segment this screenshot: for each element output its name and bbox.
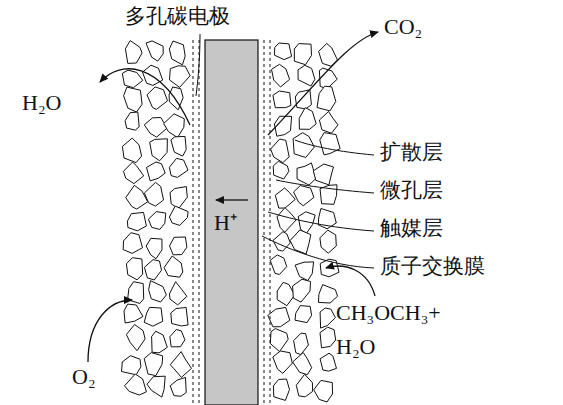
grain	[270, 255, 287, 275]
grain	[170, 352, 191, 378]
grain	[124, 304, 143, 323]
grain	[169, 158, 188, 177]
grain	[169, 282, 187, 305]
grain	[171, 136, 186, 156]
leader-lines	[196, 34, 374, 268]
grain	[169, 206, 188, 225]
grain	[148, 212, 165, 230]
flow-arrows	[88, 32, 378, 362]
grain	[144, 353, 163, 376]
grain	[320, 230, 336, 253]
grain	[144, 307, 163, 326]
electrode-label: 多孔碳电极	[125, 4, 230, 29]
layer-label: 微孔层	[380, 178, 443, 203]
grain	[126, 325, 145, 351]
grain	[164, 114, 185, 138]
grain	[147, 162, 166, 181]
grain	[296, 374, 312, 397]
grain	[147, 376, 165, 397]
grain	[297, 163, 316, 185]
grain	[170, 330, 185, 347]
grain	[320, 353, 336, 371]
grain	[122, 356, 141, 375]
grain	[295, 306, 312, 323]
grain	[170, 187, 187, 209]
membrane-band	[205, 40, 258, 405]
oxygen-label: O₂	[72, 364, 96, 390]
fuel-label: CH₃OCH₃+ H₂O	[336, 296, 464, 364]
grain	[171, 308, 188, 327]
grain	[126, 185, 148, 209]
grain	[126, 258, 142, 280]
grain	[125, 374, 147, 395]
grain	[170, 237, 187, 255]
grain	[143, 65, 163, 85]
grain	[272, 64, 290, 87]
grain	[320, 133, 340, 155]
proton-label: H⁺	[214, 210, 237, 236]
grain	[144, 260, 161, 280]
water-out-label: H₂O	[22, 90, 61, 116]
grain	[275, 188, 295, 208]
grain	[268, 307, 290, 326]
grain	[294, 44, 311, 65]
grain	[125, 41, 142, 64]
grain	[271, 139, 290, 163]
layer-lines	[193, 40, 270, 405]
grain	[277, 282, 295, 305]
grain	[122, 70, 143, 88]
grain	[314, 380, 333, 402]
membrane-label: 质子交换膜	[380, 254, 485, 279]
grain	[295, 90, 311, 109]
grain	[273, 91, 291, 108]
grain	[149, 281, 167, 302]
grain	[125, 112, 139, 130]
grain	[277, 208, 296, 233]
grain	[169, 41, 185, 65]
grain	[146, 41, 163, 61]
grain	[170, 377, 186, 396]
grain	[298, 65, 315, 86]
co2-label: CO₂	[384, 14, 422, 40]
grain	[319, 285, 338, 303]
grain	[294, 186, 314, 206]
grain	[273, 379, 289, 400]
grain	[170, 66, 191, 88]
grain	[275, 43, 292, 60]
grain	[164, 256, 183, 277]
grain	[273, 351, 293, 373]
layer-label: 触媒层	[380, 216, 443, 241]
grain	[295, 262, 314, 281]
grain	[319, 68, 337, 89]
grain	[270, 329, 288, 352]
grain	[124, 162, 144, 184]
grain	[144, 182, 163, 206]
grain	[293, 353, 312, 375]
grain	[317, 86, 336, 111]
grain	[313, 164, 333, 185]
grain	[147, 87, 168, 110]
layer-label: 扩散层	[380, 140, 443, 165]
grain	[152, 331, 168, 353]
grain	[299, 108, 316, 130]
grain	[122, 138, 141, 163]
grain	[169, 87, 183, 110]
grain	[294, 333, 309, 354]
grain	[319, 112, 338, 134]
grain	[273, 161, 289, 179]
grain	[293, 279, 311, 302]
grain	[127, 212, 146, 230]
grain	[320, 327, 336, 348]
grain	[320, 308, 335, 328]
grain	[150, 139, 168, 161]
grain	[146, 238, 162, 258]
grain	[123, 233, 142, 254]
grain	[124, 87, 143, 112]
grain	[144, 118, 167, 138]
